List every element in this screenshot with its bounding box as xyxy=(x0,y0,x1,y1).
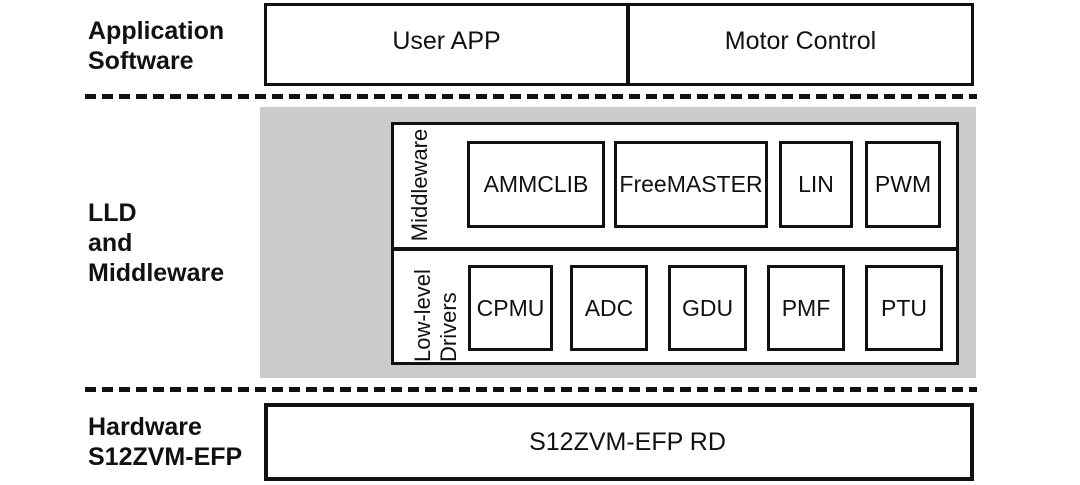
application-row-frame xyxy=(264,3,974,86)
application-software-label-line1: Application xyxy=(88,17,225,45)
ptu-label: PTU xyxy=(881,294,927,321)
application-software-label: Application Software xyxy=(88,16,224,76)
low-level-drivers-side-label-line2: Drivers xyxy=(436,292,461,362)
motor-control-label: Motor Control xyxy=(724,27,877,55)
middleware-side-label-text: Middleware xyxy=(407,128,432,242)
adc-label: ADC xyxy=(584,294,634,321)
application-row-divider xyxy=(626,3,630,86)
application-software-label-line2: Software xyxy=(88,47,194,75)
lld-and-middleware-label-line3: Middleware xyxy=(88,259,225,287)
separator-line-bottom xyxy=(85,387,977,392)
lld-and-middleware-label: LLD and Middleware xyxy=(88,198,224,288)
gdu-box: GDU xyxy=(668,265,747,351)
gdu-label: GDU xyxy=(681,294,734,321)
lin-label: LIN xyxy=(798,171,834,197)
hardware-box: S12ZVM-EFP RD xyxy=(264,403,974,481)
hardware-box-label: S12ZVM-EFP RD xyxy=(529,427,726,456)
middleware-side-label: Middleware xyxy=(407,125,432,245)
ptu-box: PTU xyxy=(865,265,943,351)
middleware-drivers-divider xyxy=(391,247,959,251)
pmf-box: PMF xyxy=(767,265,845,351)
lld-and-middleware-label-line1: LLD xyxy=(88,199,137,227)
pwm-label: PWM xyxy=(874,171,932,197)
adc-box: ADC xyxy=(570,265,648,351)
low-level-drivers-side-label: Low-level Drivers xyxy=(410,252,462,362)
separator-line-top xyxy=(85,94,977,99)
freemaster-box: FreeMASTER xyxy=(614,141,768,228)
hardware-label-line2: S12ZVM-EFP xyxy=(88,443,243,471)
ammclib-box: AMMCLIB xyxy=(467,141,605,228)
pmf-label: PMF xyxy=(781,294,831,321)
lin-box: LIN xyxy=(779,141,853,228)
hardware-label-line1: Hardware xyxy=(88,413,202,441)
cpmu-box: CPMU xyxy=(468,265,553,351)
user-app-box: User APP xyxy=(267,0,626,83)
ammclib-label: AMMCLIB xyxy=(483,171,589,197)
cpmu-label: CPMU xyxy=(476,294,545,321)
low-level-drivers-side-label-line1: Low-level xyxy=(410,269,435,362)
hardware-label: Hardware S12ZVM-EFP xyxy=(88,412,242,472)
pwm-box: PWM xyxy=(865,141,941,228)
user-app-label: User APP xyxy=(392,27,501,55)
motor-control-box: Motor Control xyxy=(630,0,971,83)
lld-and-middleware-label-line2: and xyxy=(88,229,133,257)
freemaster-label: FreeMASTER xyxy=(619,171,763,197)
